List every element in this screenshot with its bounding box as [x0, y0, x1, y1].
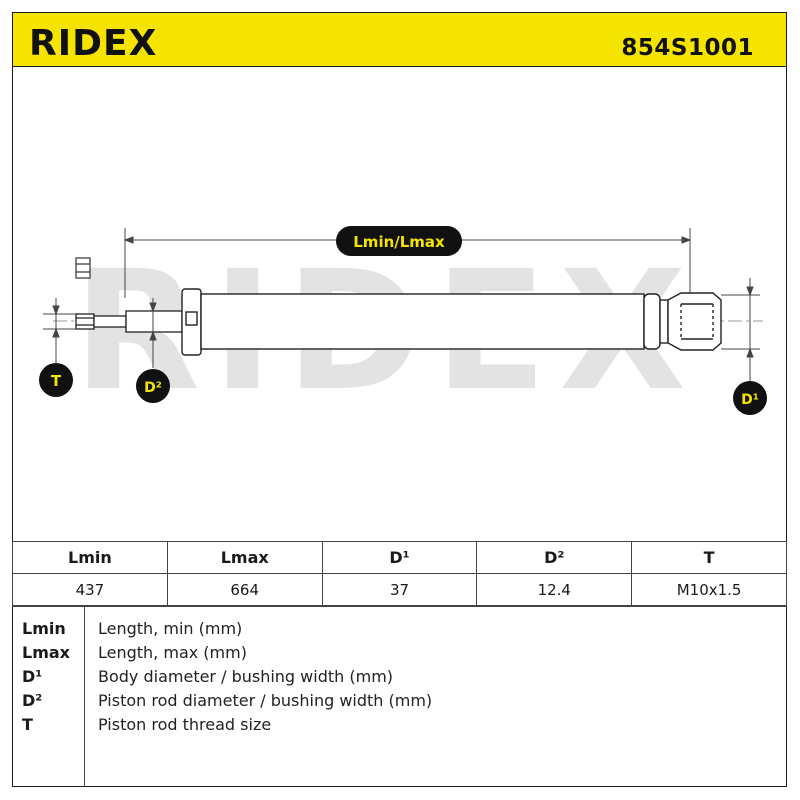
length-label: Lmin/Lmax	[353, 233, 445, 251]
part-number: 854S1001	[621, 35, 754, 61]
table-header-cell: T	[631, 541, 787, 574]
table-header-cell: D²	[476, 541, 633, 574]
legend-key: Lmax	[22, 643, 70, 662]
nut-icon	[75, 257, 91, 279]
table-cell: 664	[166, 573, 323, 606]
shock-body	[181, 288, 669, 356]
legend-key: D¹	[22, 667, 43, 686]
legend: Lmin Length, min (mm) Lmax Length, max (…	[12, 606, 787, 787]
ridex-logo: RIDEX	[29, 23, 157, 64]
header-bar: RIDEX 854S1001	[12, 12, 787, 67]
thread-label: T	[51, 372, 62, 390]
table-row: 437 664 37 12.4 M10x1.5	[12, 573, 787, 606]
thread-dimension	[43, 298, 76, 368]
body-diameter-label-badge	[733, 381, 767, 415]
body-diameter-dimension	[721, 278, 760, 388]
table-header-cell: Lmax	[166, 541, 323, 574]
table-header-cell: D¹	[321, 541, 478, 574]
legend-divider	[84, 607, 85, 787]
shock-absorber-drawing: RIDEX Lmin/Lmax	[39, 226, 767, 427]
rod-diameter-dimension	[149, 298, 157, 368]
legend-desc: Piston rod diameter / bushing width (mm)	[98, 691, 433, 710]
legend-desc: Body diameter / bushing width (mm)	[98, 667, 394, 686]
legend-desc: Length, max (mm)	[98, 643, 247, 662]
table-header-row: Lmin Lmax D¹ D² T	[12, 541, 787, 574]
rod-diameter-label: D²	[144, 380, 162, 396]
legend-key: Lmin	[22, 619, 66, 638]
legend-desc: Piston rod thread size	[98, 715, 272, 734]
legend-key: T	[22, 715, 33, 734]
legend-desc: Length, min (mm)	[98, 619, 243, 638]
dimensions-table: Lmin Lmax D¹ D² T 437 664 37 12.4 M10x1.…	[12, 541, 787, 606]
table-cell: M10x1.5	[631, 573, 787, 606]
piston-rod	[75, 310, 183, 333]
legend-key: D²	[22, 691, 43, 710]
rod-diameter-label-badge	[136, 369, 170, 403]
table-header-cell: Lmin	[12, 541, 168, 574]
brand-logo-text: RIDEX	[29, 23, 157, 64]
table-cell: 12.4	[476, 573, 633, 606]
thread-label-badge	[39, 363, 73, 397]
table-cell: 437	[12, 573, 168, 606]
table-cell: 37	[321, 573, 478, 606]
bushing-eye	[667, 292, 722, 351]
body-diameter-label: D¹	[741, 392, 759, 408]
length-label-badge	[336, 226, 462, 256]
